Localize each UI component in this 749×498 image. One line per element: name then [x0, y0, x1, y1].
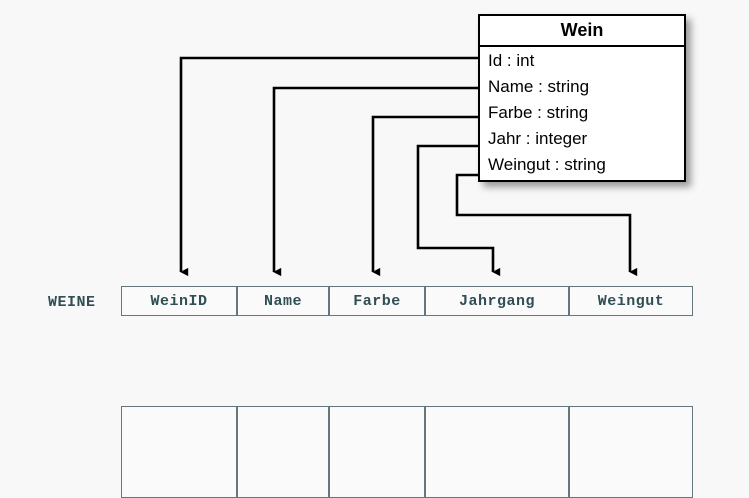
diagram-canvas: Wein Id : int Name : string Farbe : stri… — [48, 14, 693, 498]
column-header-name: Name — [237, 286, 329, 316]
relational-table: WeinID Name Farbe Jahrgang Weingut — [121, 286, 693, 498]
uml-attribute-weingut: Weingut : string — [488, 155, 606, 174]
connector-weingut-to-weingut — [455, 173, 638, 277]
uml-attribute-farbe: Farbe : string — [488, 103, 589, 122]
uml-class-name: Wein — [480, 16, 684, 47]
uml-attribute-jahr: Jahr : integer — [488, 129, 588, 148]
table-cell-jahrgang — [425, 406, 569, 498]
table-row — [121, 406, 693, 498]
connector-id-to-weinid — [179, 56, 481, 277]
connector-name-to-name — [272, 86, 481, 277]
column-header-jahrgang: Jahrgang — [425, 286, 569, 316]
table-cell-weingut — [569, 406, 693, 498]
column-header-weingut: Weingut — [569, 286, 693, 316]
header-body-gap — [121, 316, 693, 406]
table-cell-name — [237, 406, 329, 498]
table-header-row: WeinID Name Farbe Jahrgang Weingut — [121, 286, 693, 316]
uml-class-box: Wein Id : int Name : string Farbe : stri… — [478, 14, 686, 182]
column-header-farbe: Farbe — [329, 286, 425, 316]
relational-table-name: WEINE — [48, 294, 96, 311]
uml-attribute-name: Name : string — [488, 77, 590, 96]
column-header-weinid: WeinID — [121, 286, 237, 316]
table-cell-weinid — [121, 406, 237, 498]
connector-farbe-to-farbe — [371, 115, 481, 277]
uml-attribute-list: Id : int Name : string Farbe : string Ja… — [480, 47, 684, 180]
uml-attribute-id: Id : int — [488, 51, 535, 70]
table-cell-farbe — [329, 406, 425, 498]
